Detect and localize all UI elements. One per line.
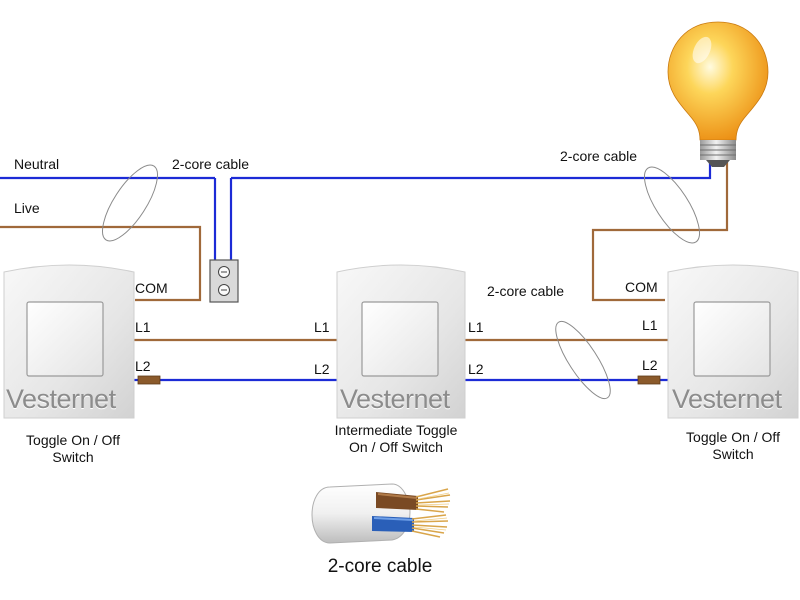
switch-plate-middle <box>336 264 466 419</box>
cable-ellipse-left <box>102 164 158 242</box>
switch-caption-left: Toggle On / Off Switch <box>0 432 146 466</box>
rocker-left <box>26 301 104 377</box>
switch-caption-right-line2: Switch <box>712 446 754 462</box>
l1-label-mid-in: L1 <box>314 319 330 335</box>
rocker-middle <box>361 301 439 377</box>
com-label-left: COM <box>135 280 168 296</box>
rocker-right <box>693 301 771 377</box>
cable-label-top-left: 2-core cable <box>172 156 250 172</box>
l2-label-mid-out: L2 <box>468 361 484 377</box>
neutral-label: Neutral <box>14 156 60 172</box>
l2-label-right: L2 <box>642 357 658 373</box>
switch-caption-middle-line1: Intermediate Toggle <box>334 422 458 438</box>
cable-label-mid-right: 2-core cable <box>487 283 565 299</box>
l2-label-mid-in: L2 <box>314 361 330 377</box>
l2-sleeve-left <box>137 375 161 385</box>
switch-caption-left-line2: Switch <box>52 449 94 465</box>
l1-label-right: L1 <box>642 317 658 333</box>
brand-logo-right: Vesternet <box>672 384 782 414</box>
switch-caption-right: Toggle On / Off Switch <box>660 429 800 463</box>
switch-caption-left-line1: Toggle On / Off <box>26 432 120 448</box>
switch-caption-middle-line2: On / Off Switch <box>349 439 443 455</box>
live-wire <box>0 162 729 302</box>
light-bulb-icon <box>667 21 769 167</box>
l2-label-left: L2 <box>135 358 151 374</box>
switch-plate-left <box>3 264 135 419</box>
cable-ellipse-right <box>644 166 700 244</box>
switch-caption-middle: Intermediate Toggle On / Off Switch <box>311 422 481 456</box>
cable-ellipse-middle <box>555 320 611 400</box>
l1-label-left: L1 <box>135 319 151 335</box>
neutral-wire <box>0 162 712 262</box>
brand-logo-left: Vesternet <box>6 384 116 414</box>
cable-caption: 2-core cable <box>327 556 433 577</box>
live-label: Live <box>14 200 40 216</box>
l2-sleeve-right <box>637 375 661 385</box>
l1-label-mid-out: L1 <box>468 319 484 335</box>
switch-caption-right-line1: Toggle On / Off <box>686 429 780 445</box>
cable-cross-section-icon <box>311 483 451 544</box>
com-label-right: COM <box>625 279 658 295</box>
brand-logo-middle: Vesternet <box>340 384 450 414</box>
switch-plate-right <box>667 264 799 419</box>
junction-box-icon <box>209 259 239 303</box>
cable-label-top-right: 2-core cable <box>560 148 638 164</box>
